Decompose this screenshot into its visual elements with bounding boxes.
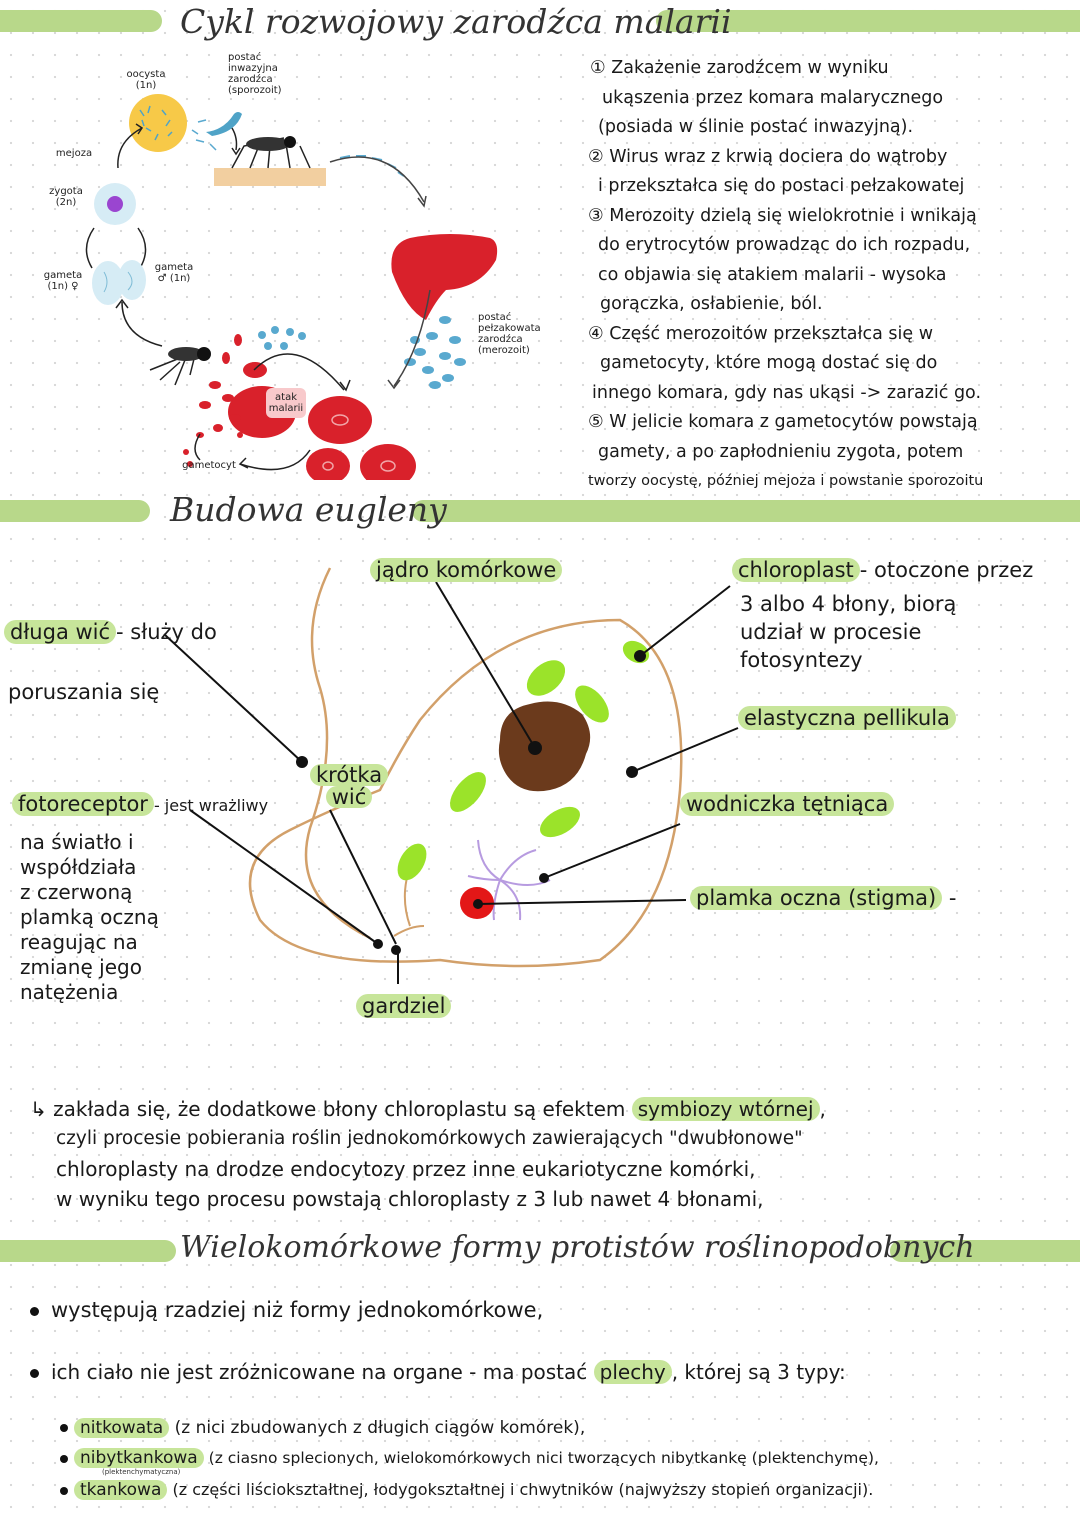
gamete-female bbox=[92, 261, 124, 305]
highlight-plechy: plechy bbox=[593, 1360, 672, 1384]
desc-dluga-wic: poruszania się bbox=[8, 680, 160, 704]
note-line: innego komara, gdy nas ukąsi -> zarazić … bbox=[592, 382, 982, 403]
label-oocysta: oocysta (1n) bbox=[126, 69, 166, 91]
label-atak-malarii: atak malarii bbox=[268, 392, 304, 414]
label-merozoit: postać pełzakowata zarodźca (merozoit) bbox=[478, 312, 541, 356]
euglena-title: Budowa eugleny bbox=[170, 490, 447, 529]
label-pellikula: elastyczna pellikula bbox=[738, 706, 956, 730]
note-line: ③ Merozoity dzielą się wielokrotnie i wn… bbox=[588, 205, 977, 226]
type-nibytkankowa: nibytkankowa (z ciasno splecionych, wiel… bbox=[60, 1448, 879, 1468]
label-jadro: jądro komórkowe bbox=[370, 558, 563, 582]
type-nitkowata: nitkowata (z nici zbudowanych z długich … bbox=[60, 1418, 585, 1438]
label-plamka: plamka oczna (stigma) - bbox=[690, 886, 956, 910]
note-line: gamety, a po zapłodnieniu zygota, potem bbox=[598, 441, 964, 462]
label-gametocyt: gametocyt bbox=[182, 460, 236, 471]
title-bar-right bbox=[656, 10, 1080, 32]
note-line: ⑤ W jelicie komara z gametocytów powstaj… bbox=[588, 412, 978, 432]
nucleus bbox=[498, 701, 591, 792]
liver bbox=[391, 234, 498, 320]
euglena-diagram bbox=[163, 567, 739, 984]
label-mejoza: mejoza bbox=[55, 148, 93, 159]
skin-strip bbox=[214, 168, 326, 186]
note-line: ④ Część merozoitów przekształca się w bbox=[588, 323, 934, 344]
note-line: ② Wirus wraz z krwią dociera do wątroby bbox=[588, 146, 948, 167]
desc-fotoreceptor: na światło i współdziała z czerwoną plam… bbox=[20, 830, 159, 1004]
title-bar-left bbox=[0, 1240, 176, 1262]
highlight-symbiozy: symbiozy wtórnej bbox=[631, 1097, 820, 1121]
bullet-2: ich ciało nie jest zróżnicowane na organ… bbox=[30, 1360, 846, 1384]
malaria-notes: ① Zakażenie zarodźcem w wyniku ukąszenia… bbox=[588, 54, 1078, 497]
label-wodniczka: wodniczka tętniąca bbox=[680, 792, 895, 816]
title-bar-left bbox=[0, 500, 150, 522]
malaria-cycle-diagram bbox=[85, 94, 498, 480]
type-tkankowa: tkankowa (z części liściokształtnej, łod… bbox=[60, 1480, 873, 1500]
label-chloroplast: chloroplast- otoczone przez bbox=[732, 558, 1033, 582]
note-line: gorączka, osłabienie, ból. bbox=[600, 294, 823, 314]
note-line: gametocyty, które mogą dostać się do bbox=[600, 353, 938, 373]
desc-chloroplast: 3 albo 4 błony, biorą udział w procesie … bbox=[740, 592, 957, 672]
note-line: (posiada w ślinie postać inwazyjną). bbox=[598, 117, 914, 137]
malaria-title: Cykl rozwojowy zarodźca malarii bbox=[180, 2, 732, 41]
title-bar-left bbox=[0, 10, 162, 32]
label-fotoreceptor: fotoreceptor- jest wrażliwy bbox=[12, 792, 268, 816]
bullet-1: występują rzadziej niż formy jednokomórk… bbox=[30, 1298, 543, 1322]
note-line: ukąszenia przez komara malarycznego bbox=[602, 87, 944, 108]
type-nibytkankowa-sub: (plektenchymatyczna) bbox=[102, 1468, 181, 1476]
oocyst-cell bbox=[129, 94, 187, 152]
note-line: co objawia się atakiem malarii - wysoka bbox=[598, 264, 947, 285]
label-sporozoit: postać inwazyjna zarodźca (sporozoit) bbox=[228, 52, 282, 96]
label-dluga-wic: długa wić- służy do bbox=[4, 620, 217, 644]
label-gameta-female: gameta (1n) ♀ bbox=[43, 270, 83, 292]
note-line: i przekształca się do postaci pełzakowat… bbox=[598, 176, 965, 196]
label-krotka-wic: krótka wić bbox=[310, 764, 389, 808]
title-bar-right bbox=[412, 500, 1080, 522]
label-gardziel: gardziel bbox=[356, 994, 452, 1018]
label-zygota: zygota (2n) bbox=[49, 186, 83, 208]
title-bar-right bbox=[890, 1240, 1080, 1262]
multi-title: Wielokomórkowe formy protistów roślinopo… bbox=[180, 1230, 975, 1265]
note-line: do erytrocytów prowadząc do ich rozpadu, bbox=[598, 235, 971, 255]
euglena-body bbox=[248, 618, 683, 968]
note-line: ① Zakażenie zarodźcem w wyniku bbox=[590, 58, 889, 78]
note-line: tworzy oocystę, później mejoza i powstan… bbox=[588, 473, 984, 489]
symbiosis-note: ↳ zakłada się, że dodatkowe błony chloro… bbox=[30, 1097, 826, 1211]
sporozoite bbox=[206, 112, 242, 136]
label-gameta-male: gameta ♂ (1n) bbox=[154, 262, 194, 284]
